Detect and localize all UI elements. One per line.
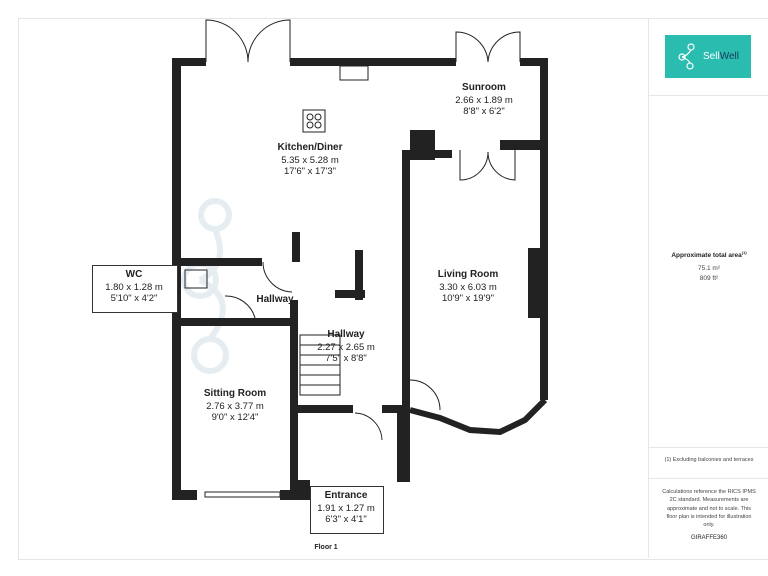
walls (172, 58, 548, 500)
pin-route-icon (678, 42, 695, 70)
plan-frame (18, 18, 768, 560)
floor-plan (172, 19, 548, 500)
footnote: (1) Excluding balconies and terraces (664, 457, 754, 463)
fixtures (184, 19, 548, 498)
area-imperial: 809 ft² (699, 275, 719, 282)
room-hallway-small: Hallway (256, 294, 294, 305)
entrance-label-box (310, 486, 384, 534)
area-metric: 75.1 m² (697, 265, 721, 272)
sellwell-logo: SellWell (665, 35, 751, 78)
giraffe360-credit: GIRAFFE360 (690, 535, 727, 541)
floor-label: Floor 1 (314, 544, 338, 551)
wc-label-box (92, 265, 178, 313)
disclaimer: Calculations reference the RICS IPMS 2C … (662, 489, 756, 528)
area-title: Approximate total area(1) (671, 250, 747, 260)
info-sidebar: SellWell Approximate total area(1) 75.1 … (648, 18, 768, 558)
